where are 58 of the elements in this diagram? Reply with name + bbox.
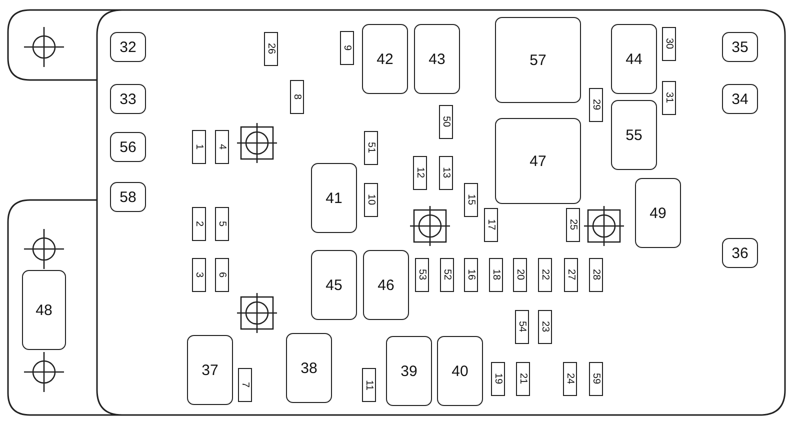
relay-block: 58	[110, 182, 146, 212]
relay-block: 57	[495, 17, 581, 103]
fuse-block: 1	[192, 130, 206, 164]
fuse-block: 13	[439, 156, 453, 190]
fuse-block: 25	[566, 208, 580, 242]
fuse-block: 21	[516, 362, 530, 396]
fuse-block: 4	[215, 130, 229, 164]
fuse-block: 28	[589, 258, 603, 292]
fuse-block: 26	[264, 32, 278, 66]
fuse-block: 23	[538, 310, 552, 344]
fuse-block: 22	[538, 258, 552, 292]
relay-block: 41	[311, 163, 357, 233]
relay-block: 34	[722, 84, 758, 114]
relay-block: 35	[722, 32, 758, 62]
fuse-block: 17	[484, 208, 498, 242]
fuse-block: 5	[215, 207, 229, 241]
fuse-block: 9	[340, 31, 354, 65]
fuse-block: 27	[564, 258, 578, 292]
relay-block: 47	[495, 118, 581, 204]
fuse-block: 11	[362, 368, 376, 402]
fuse-block: 50	[439, 105, 453, 139]
fuse-block: 3	[192, 258, 206, 292]
fuse-block: 31	[662, 81, 676, 115]
relay-block: 32	[110, 32, 146, 62]
fuse-block: 29	[589, 88, 603, 122]
fuse-block: 59	[589, 362, 603, 396]
fuse-block: 7	[238, 368, 252, 402]
fuse-block: 6	[215, 258, 229, 292]
relay-block: 56	[110, 132, 146, 162]
fuse-block: 52	[440, 258, 454, 292]
fuse-block: 8	[290, 80, 304, 114]
relay-block: 48	[22, 270, 66, 350]
relay-block: 46	[363, 250, 409, 320]
relay-block: 36	[722, 238, 758, 268]
relay-block: 42	[362, 24, 408, 94]
fuse-block: 15	[464, 183, 478, 217]
fuse-block: 16	[464, 258, 478, 292]
fuse-block: 19	[491, 362, 505, 396]
fuse-block: 53	[415, 258, 429, 292]
relay-block: 33	[110, 84, 146, 114]
relay-block: 38	[286, 333, 332, 403]
fuse-block: 2	[192, 207, 206, 241]
relay-block: 49	[635, 178, 681, 248]
relay-block: 43	[414, 24, 460, 94]
relay-block: 45	[311, 250, 357, 320]
fuse-block: 54	[515, 310, 529, 344]
fuse-block: 24	[563, 362, 577, 396]
relay-block: 55	[611, 100, 657, 170]
relay-block: 37	[187, 335, 233, 405]
fuse-block: 10	[364, 183, 378, 217]
fuse-block: 20	[513, 258, 527, 292]
fuse-block: 12	[413, 156, 427, 190]
relay-block: 44	[611, 24, 657, 94]
fuse-block: 51	[364, 131, 378, 165]
fuse-block: 18	[489, 258, 503, 292]
relay-block: 40	[437, 336, 483, 406]
relay-block: 39	[386, 336, 432, 406]
fuse-block: 30	[662, 27, 676, 61]
